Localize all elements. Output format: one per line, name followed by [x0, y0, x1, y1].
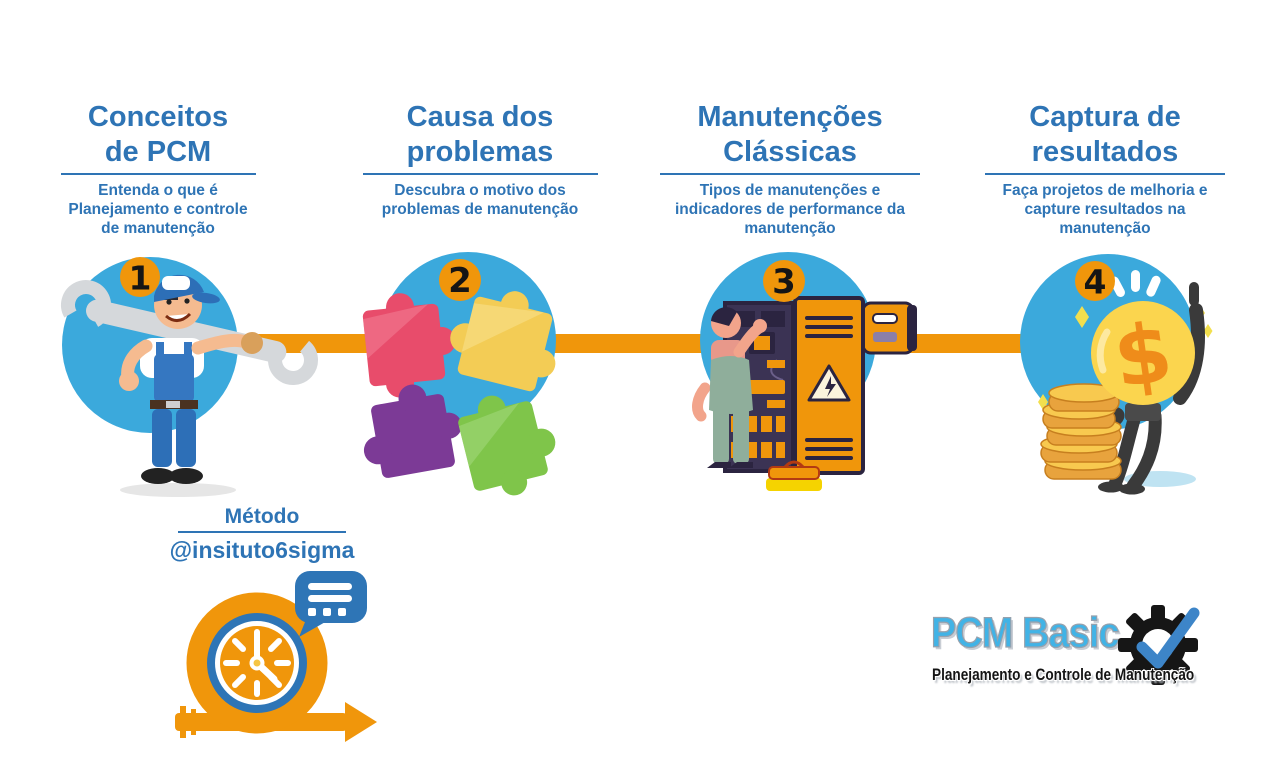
title-underline — [362, 173, 598, 175]
puzzle-piece-purple — [363, 384, 462, 478]
check-icon — [1136, 607, 1200, 669]
meter-box — [861, 301, 917, 355]
step-number-badge: 2 — [439, 259, 481, 301]
puzzle-piece-yellow — [450, 291, 556, 392]
step-title: Causa dos problemas — [406, 101, 554, 168]
method-underline — [178, 531, 346, 533]
mechanic-wrench-illustration: 1 — [60, 257, 318, 497]
step-column-2: Causa dos problemas Descubra o motivo do… — [330, 100, 630, 219]
electrician-figure — [692, 307, 767, 468]
svg-text:2: 2 — [448, 261, 472, 301]
pcm-basic-logo: PCM Basic Planejamento e Controle de — [925, 603, 1225, 703]
puzzle-pieces-illustration: 2 — [362, 252, 556, 496]
gear-check-icon — [1118, 605, 1200, 685]
svg-text:1: 1 — [129, 259, 152, 298]
dollar-sign: $ — [1108, 305, 1178, 407]
electrician-panel-illustration: 3 — [692, 252, 917, 491]
title-underline — [660, 173, 920, 175]
step-description: Descubra o motivo dos problemas de manut… — [381, 182, 579, 218]
step-number-badge: 4 — [1075, 261, 1115, 302]
mechanic-figure — [119, 274, 263, 484]
gear-icon — [1118, 605, 1198, 685]
dollar-bulb: $ — [1091, 301, 1195, 421]
bulb-character-limbs — [1093, 282, 1205, 495]
method-title: Método — [224, 505, 300, 528]
money-bulb-illustration: $ 4 — [1020, 254, 1213, 495]
title-underline — [985, 173, 1225, 175]
puzzle-piece-green — [458, 395, 556, 496]
shine-rays — [1109, 270, 1161, 298]
clock-face — [207, 613, 307, 713]
step-title: Manutenções Clássicas — [697, 101, 883, 168]
speech-bubble-icon — [295, 571, 367, 637]
step-description: Tipos de manutenções e indicadores de pe… — [675, 182, 905, 237]
step-column-3: Manutenções Clássicas Tipos de manutençõ… — [628, 100, 952, 238]
svg-text:4: 4 — [1084, 263, 1107, 302]
step-title: Captura de resultados — [1029, 101, 1181, 168]
warning-triangle-icon — [807, 364, 851, 402]
step-description: Entenda o que é Planejamento e controle … — [68, 182, 248, 237]
logo-name: PCM Basic — [930, 608, 1120, 657]
toolbox-icon — [766, 460, 822, 491]
step-number-badge: 1 — [120, 257, 160, 298]
logo-tagline: Planejamento e Controle de Manutenção — [932, 665, 1195, 684]
wrench-icon — [60, 280, 318, 385]
figure-shadow — [120, 483, 236, 497]
svg-text:3: 3 — [772, 262, 796, 302]
method-block: Método @insituto6sigma — [150, 505, 374, 564]
agile-sprint-clock-icon — [175, 571, 377, 742]
method-handle: @insituto6sigma — [169, 537, 355, 563]
sprint-ring — [186, 592, 328, 734]
step-column-4: Captura de resultados Faça projetos de m… — [948, 100, 1262, 238]
panel-door — [793, 296, 865, 475]
coin-stack — [1040, 383, 1122, 480]
step-number-badge: 3 — [763, 260, 805, 302]
step-title: Conceitos de PCM — [87, 101, 229, 168]
step-description: Faça projetos de melhoria e capture resu… — [1002, 182, 1208, 237]
step-column-1: Conceitos de PCM Entenda o que é Planeja… — [8, 100, 308, 238]
title-underline — [60, 173, 256, 175]
